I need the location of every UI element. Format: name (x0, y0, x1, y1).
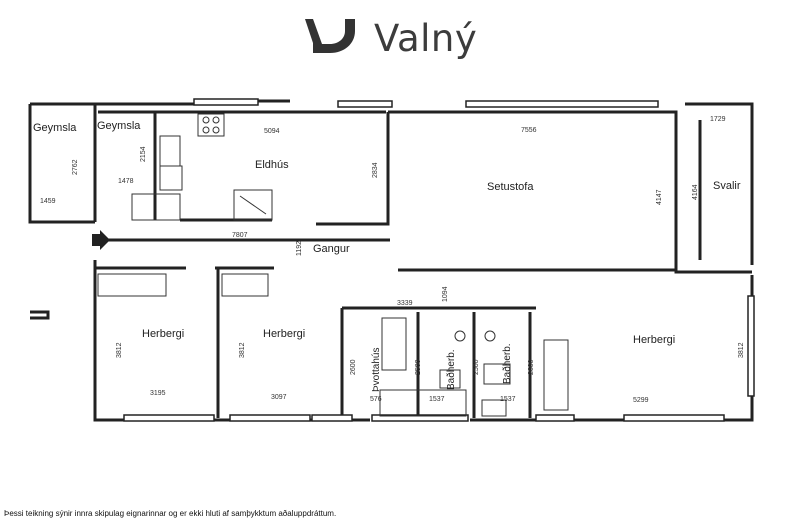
dim-1094: 1094 (442, 286, 449, 302)
dim-3097: 3097 (271, 394, 287, 401)
brand-logo: Valný (300, 12, 477, 64)
room-eldhus: Eldhús (255, 159, 289, 171)
dimension-labels: 5094 7556 1729 2762 2154 1478 1459 2834 … (40, 116, 745, 404)
dim-4164: 4164 (692, 184, 699, 200)
room-gangur: Gangur (313, 243, 350, 255)
dim-3812-b: 3812 (239, 342, 246, 358)
dim-4147: 4147 (656, 189, 663, 205)
dim-2762: 2762 (72, 159, 79, 175)
dim-1459: 1459 (40, 198, 56, 205)
dim-1537-b: 1537 (500, 396, 516, 403)
valny-mark-icon (305, 19, 355, 53)
dim-1729: 1729 (710, 116, 726, 123)
dim-576: 576 (370, 396, 382, 403)
windows (123, 98, 755, 422)
dim-5094: 5094 (264, 128, 280, 135)
dim-5299: 5299 (633, 397, 649, 404)
dim-1192: 1192 (296, 241, 303, 256)
dim-1478: 1478 (118, 178, 134, 185)
room-svalir: Svalir (713, 180, 741, 192)
dim-2600-a: 2600 (350, 359, 357, 375)
room-badherb-2: Baðherb. (501, 343, 513, 384)
fixtures (97, 113, 569, 417)
dim-2500-b: 2500 (473, 359, 480, 375)
room-herbergi-1: Herbergi (142, 328, 184, 340)
dim-2154: 2154 (140, 146, 147, 162)
walls (28, 99, 754, 422)
room-herbergi-3: Herbergi (633, 334, 675, 346)
room-thvottahus: Þvottahús (371, 348, 382, 392)
room-geymsla-2: Geymsla (97, 120, 141, 132)
room-labels: Geymsla Geymsla Eldhús Setustofa Svalir … (33, 120, 741, 392)
dim-7556: 7556 (521, 127, 537, 134)
room-badherb-1: Baðherb. (445, 349, 457, 390)
dim-3812-a: 3812 (116, 342, 123, 358)
entrance-arrow-icon (92, 230, 110, 250)
room-setustofa: Setustofa (487, 181, 534, 193)
disclaimer-note: Þessi teikning sýnir innra skipulag eign… (4, 509, 337, 518)
dim-2600-b: 2600 (528, 359, 535, 375)
dim-1537-a: 1537 (429, 396, 445, 403)
room-herbergi-2: Herbergi (263, 328, 305, 340)
dim-3339: 3339 (397, 300, 413, 307)
dim-2834: 2834 (372, 162, 379, 178)
dim-3812-c: 3812 (738, 342, 745, 358)
dim-7807: 7807 (232, 232, 248, 239)
room-geymsla-1: Geymsla (33, 122, 77, 134)
dim-2500-a: 2500 (415, 359, 422, 375)
brand-name: Valný (374, 16, 478, 60)
dim-3195: 3195 (150, 390, 166, 397)
